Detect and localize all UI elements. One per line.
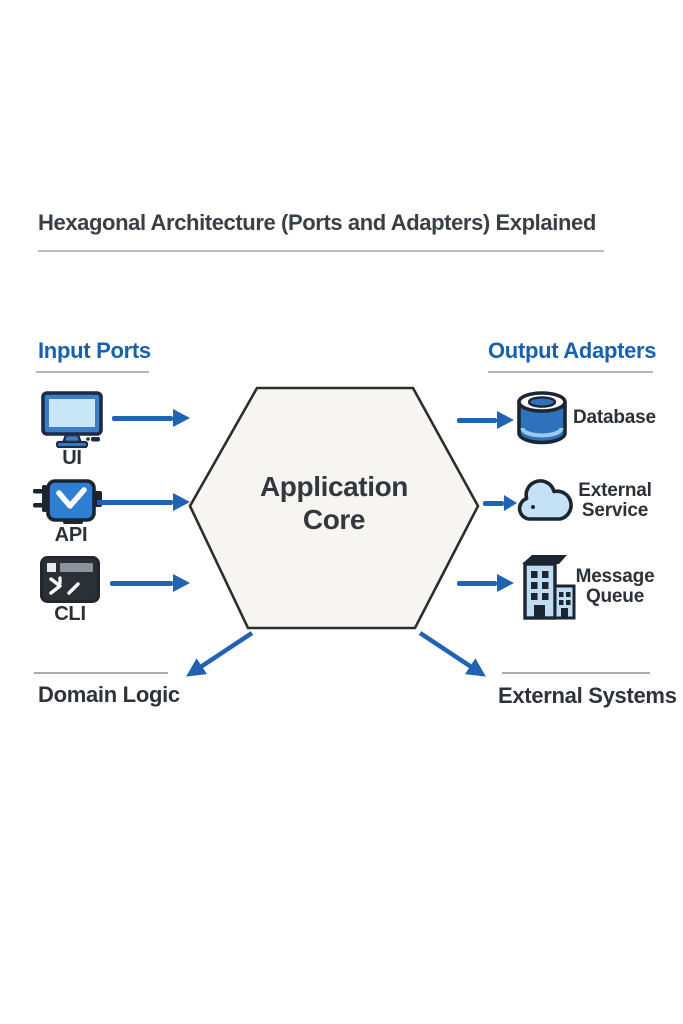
output-adapters-underline bbox=[488, 371, 653, 373]
cli-label: CLI bbox=[54, 603, 86, 625]
external-systems-overline bbox=[502, 672, 650, 674]
external-service-label: External Service bbox=[578, 480, 652, 521]
core-to-domain-logic-arrow bbox=[186, 631, 254, 677]
ui-to-core-arrow bbox=[112, 408, 190, 428]
cli-to-core-arrow bbox=[110, 573, 190, 593]
domain-logic-overline bbox=[34, 672, 168, 674]
database-icon bbox=[515, 391, 569, 445]
monitor-icon bbox=[40, 390, 104, 448]
core-to-external-service-arrow bbox=[483, 494, 517, 512]
database-label: Database bbox=[573, 407, 656, 428]
core-to-message-queue-arrow bbox=[457, 573, 514, 593]
core-to-database-arrow bbox=[457, 410, 514, 430]
buildings-icon bbox=[519, 552, 577, 624]
external-systems-label: External Systems bbox=[498, 683, 677, 708]
title-underline bbox=[38, 250, 604, 252]
plug-icon bbox=[33, 479, 109, 526]
output-adapters-heading: Output Adapters bbox=[488, 338, 657, 363]
diagram-title: Hexagonal Architecture (Ports and Adapte… bbox=[38, 210, 596, 235]
ui-label: UI bbox=[62, 447, 82, 469]
application-core-label: Application Core bbox=[259, 471, 409, 536]
cloud-icon bbox=[514, 477, 576, 527]
api-to-core-arrow bbox=[97, 492, 190, 512]
core-to-external-systems-arrow bbox=[418, 631, 486, 677]
domain-logic-label: Domain Logic bbox=[38, 682, 180, 707]
terminal-icon bbox=[40, 556, 100, 603]
api-label: API bbox=[54, 524, 88, 546]
message-queue-label: Message Queue bbox=[575, 566, 655, 607]
input-ports-underline bbox=[36, 371, 149, 373]
input-ports-heading: Input Ports bbox=[38, 338, 151, 363]
